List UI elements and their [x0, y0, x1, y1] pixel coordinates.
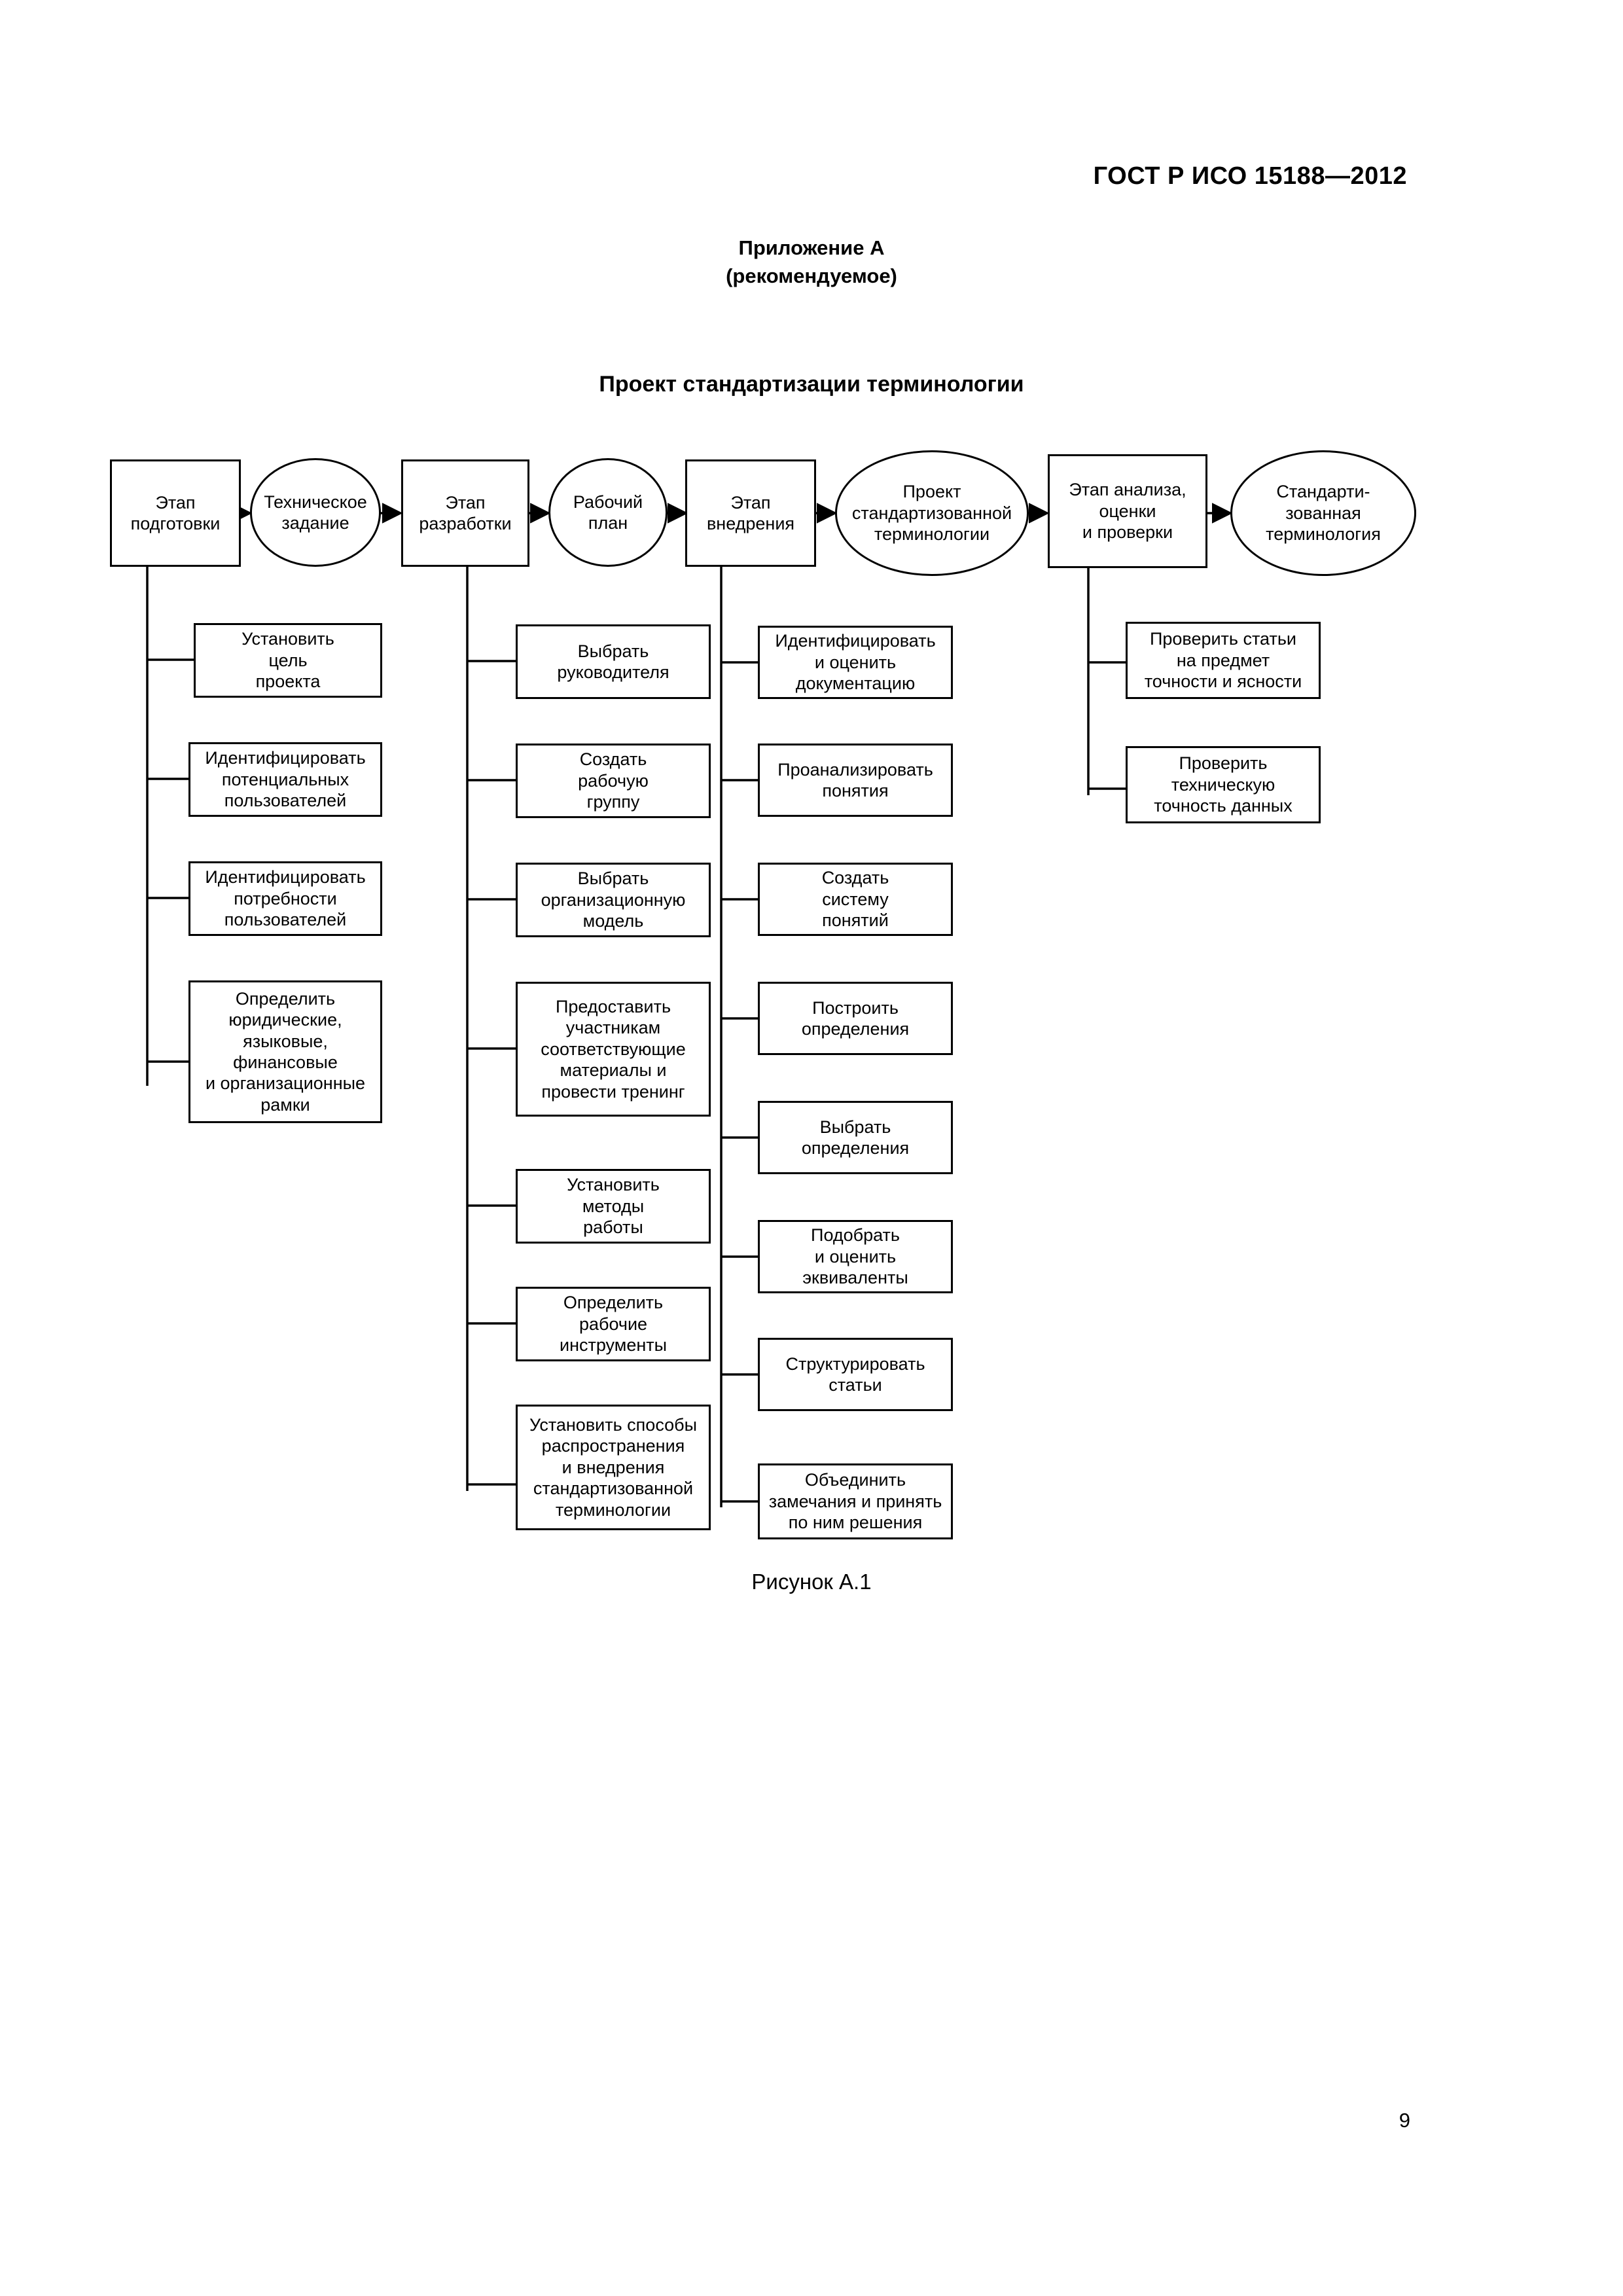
document-header: ГОСТ Р ИСО 15188—2012: [1093, 162, 1407, 190]
page-number: 9: [1399, 2109, 1410, 2132]
annex-kind: (рекомендуемое): [726, 264, 897, 287]
annex-label: Приложение А: [738, 236, 885, 259]
figure-title: Проект стандартизации терминологии: [599, 372, 1024, 397]
figure-caption: Рисунок А.1: [751, 1570, 872, 1594]
annex-heading: Приложение А (рекомендуемое): [0, 234, 1623, 291]
flowchart-connectors: [146, 503, 1233, 1507]
